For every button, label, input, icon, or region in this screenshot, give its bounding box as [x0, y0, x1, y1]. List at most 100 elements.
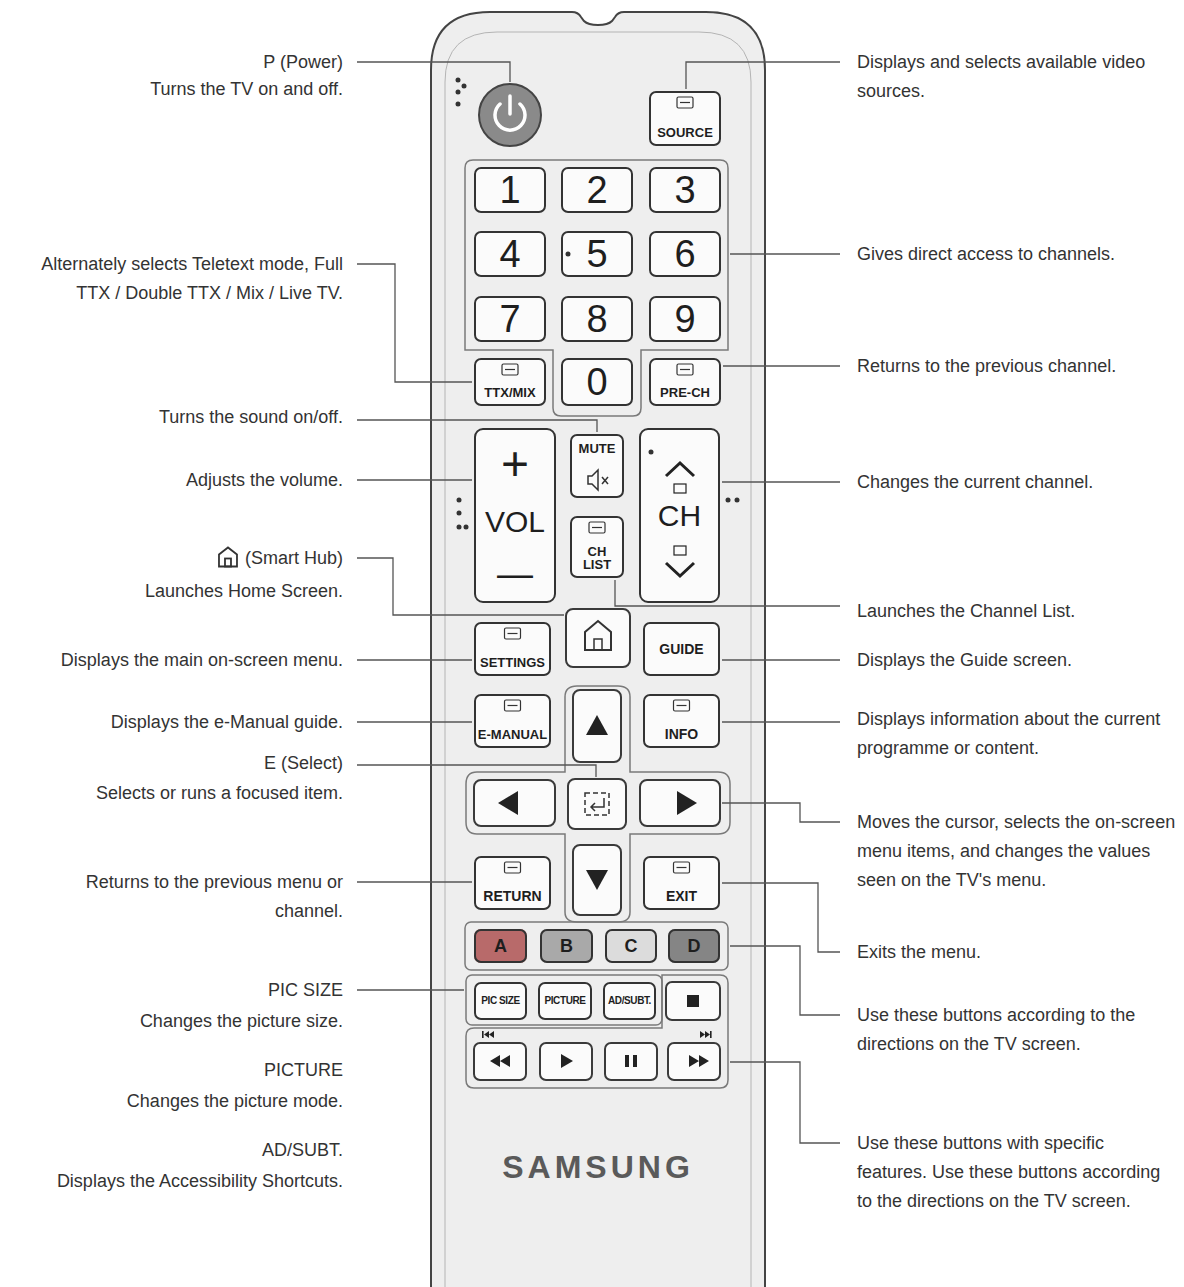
button-label: B: [560, 937, 573, 955]
callout-text: Changes the picture size.: [63, 1007, 343, 1036]
button-label: D: [688, 937, 701, 955]
remote-button: AD/SUBT.: [603, 982, 656, 1020]
home-icon: [219, 548, 237, 567]
leader-lines: [357, 62, 840, 1143]
button-label: 2: [586, 171, 607, 209]
button-face: [570, 434, 624, 498]
button-face: [474, 856, 551, 910]
button-face: [561, 296, 633, 342]
button-label: SETTINGS: [480, 656, 545, 669]
button-icon: [505, 862, 521, 873]
callout-text: Displays information about the current p…: [857, 705, 1179, 763]
remote-button: RETURN: [474, 856, 551, 910]
callout-text: Displays and selects available video sou…: [857, 48, 1179, 106]
remote-button: TTX/MIX: [474, 358, 546, 406]
button-face: [603, 982, 656, 1020]
button-icon: [677, 364, 693, 375]
callout-text: (Smart Hub): [163, 544, 343, 573]
button-label: 6: [674, 235, 695, 273]
button-face: [474, 622, 551, 676]
callout-text: Selects or runs a focused item.: [33, 779, 343, 808]
callout-text: Alternately selects Teletext mode, Full …: [6, 250, 343, 308]
button-label: PICTURE: [544, 996, 585, 1006]
button-face: [561, 231, 633, 277]
button-label: RETURN: [483, 889, 541, 903]
home-button: [566, 609, 630, 667]
callout-text: AD/SUBT.: [163, 1136, 343, 1165]
button-face: [649, 91, 721, 146]
button-label: AD/SUBT.: [608, 996, 651, 1006]
playback-buttons: [474, 982, 720, 1080]
callout-text: Displays the Guide screen.: [857, 646, 1179, 675]
button-face: [561, 167, 633, 213]
remote-button: A: [474, 929, 527, 963]
button-label: EXIT: [666, 889, 697, 903]
button-face: [643, 622, 720, 676]
remote-button: + VOL —: [474, 428, 556, 603]
button-face: [570, 516, 624, 578]
button-icons: [502, 97, 693, 873]
remote-button: EXIT: [643, 856, 720, 910]
button-label: TTX/MIX: [484, 386, 535, 399]
callout-text: Launches the Channel List.: [857, 597, 1179, 626]
callout-text: Launches Home Screen.: [63, 577, 343, 606]
button-face: [649, 296, 721, 342]
button-icon: [502, 364, 518, 375]
callout-text: P (Power): [143, 48, 343, 77]
housing-rim: [445, 32, 751, 1287]
remote-button: 1: [474, 167, 546, 213]
callout-text: Gives direct access to channels.: [857, 240, 1179, 269]
callout-text: E (Select): [163, 749, 343, 778]
remote-button: PRE-CH: [649, 358, 721, 406]
button-label: SOURCE: [657, 126, 713, 139]
button-label: —: [497, 556, 533, 592]
button-group-outlines: [465, 160, 730, 1088]
remote-body: SAMSUNGSOURCE123456789TTX/MIX0PRE-CHMUTE…: [430, 10, 766, 1287]
remote-button: 2: [561, 167, 633, 213]
button-face: [474, 167, 546, 213]
callout-text: Use these buttons according to the direc…: [857, 1001, 1179, 1059]
remote-button: C: [605, 929, 657, 963]
button-label: +: [501, 440, 529, 488]
button-face: [474, 694, 551, 748]
button-label: 7: [499, 300, 520, 338]
button-faces: [474, 91, 721, 1020]
remote-button: PICTURE: [538, 982, 592, 1020]
tactile-dots: [456, 78, 740, 530]
remote-housing: [431, 12, 765, 1287]
direction-buttons: [474, 690, 720, 915]
button-label: C: [625, 937, 638, 955]
button-icon: [674, 700, 690, 711]
button-face: [649, 167, 721, 213]
callout-text: Turns the TV on and off.: [83, 75, 343, 104]
button-label: E-MANUAL: [478, 728, 547, 741]
button-icon: [505, 700, 521, 711]
button-icon: [589, 522, 605, 533]
callout-text: Returns to the previous channel.: [857, 352, 1179, 381]
remote-button: 8: [561, 296, 633, 342]
button-label: CH LIST: [574, 545, 620, 571]
callout-text: Use these buttons with specific features…: [857, 1129, 1179, 1216]
button-face: [474, 982, 527, 1020]
callout-text: Adjusts the volume.: [103, 466, 343, 495]
callout-text: PIC SIZE: [163, 976, 343, 1005]
button-face: [474, 929, 527, 963]
remote-button: 4: [474, 231, 546, 277]
remote-button: B: [540, 929, 593, 963]
button-face: [538, 982, 592, 1020]
mute-icon: [588, 470, 608, 490]
remote-button: PIC SIZE: [474, 982, 527, 1020]
button-label: VOL: [485, 507, 545, 537]
remote-button: SOURCE: [649, 91, 721, 146]
button-icon: [674, 862, 690, 873]
button-icon: [505, 628, 521, 639]
remote-button: INFO: [643, 694, 720, 748]
remote-button: CH LIST: [570, 516, 624, 578]
button-label: INFO: [665, 727, 698, 741]
button-label: 5: [586, 235, 607, 273]
button-icon: [677, 97, 693, 108]
callout-text: Moves the cursor, selects the on-screen …: [857, 808, 1179, 895]
callout-text: Changes the picture mode.: [63, 1087, 343, 1116]
button-face: [643, 856, 720, 910]
remote-button: E-MANUAL: [474, 694, 551, 748]
